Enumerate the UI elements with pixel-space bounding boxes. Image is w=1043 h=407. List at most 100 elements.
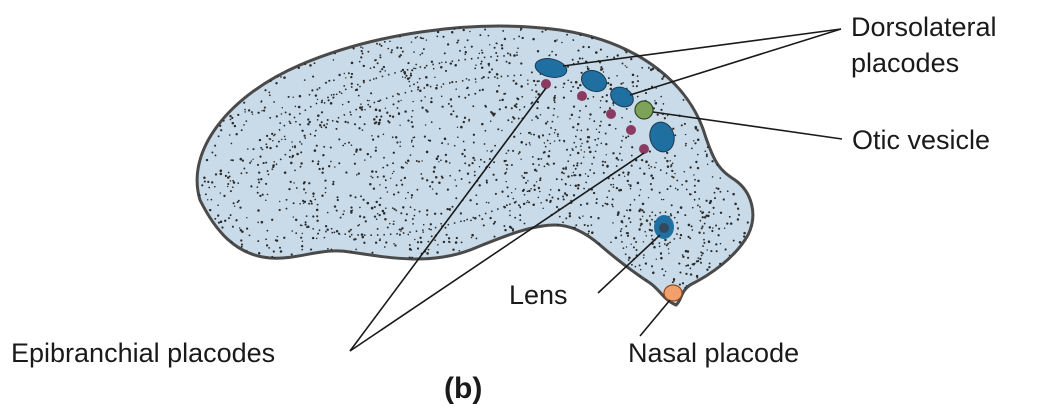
- stipple-dot: [415, 37, 417, 39]
- stipple-dot: [413, 101, 414, 102]
- stipple-dot: [375, 171, 377, 173]
- stipple-dot: [425, 76, 428, 79]
- stipple-dot: [375, 201, 377, 203]
- stipple-dot: [227, 183, 229, 185]
- stipple-dot: [472, 157, 474, 159]
- stipple-dot: [340, 217, 342, 219]
- stipple-dot: [672, 163, 674, 165]
- stipple-dot: [574, 227, 576, 229]
- stipple-dot: [606, 203, 608, 205]
- stipple-dot: [643, 172, 645, 174]
- stipple-dot: [486, 150, 487, 151]
- stipple-dot: [257, 164, 259, 166]
- stipple-dot: [497, 128, 499, 130]
- stipple-dot: [429, 140, 431, 142]
- stipple-dot: [626, 67, 628, 69]
- stipple-dot: [325, 82, 327, 84]
- stipple-dot: [217, 214, 219, 216]
- stipple-dot: [455, 241, 458, 244]
- stipple-dot: [620, 189, 623, 192]
- stipple-dot: [685, 143, 687, 145]
- stipple-dot: [617, 214, 619, 216]
- stipple-dot: [561, 171, 563, 173]
- stipple-dot: [642, 203, 645, 206]
- stipple-dot: [670, 185, 672, 187]
- stipple-dot: [334, 232, 336, 234]
- stipple-dot: [499, 100, 501, 102]
- stipple-dot: [694, 142, 696, 144]
- stipple-dot: [645, 262, 647, 264]
- stipple-dot: [241, 244, 243, 246]
- stipple-dot: [306, 215, 308, 217]
- stipple-dot: [359, 215, 361, 217]
- stipple-dot: [495, 42, 497, 44]
- stipple-dot: [396, 184, 398, 186]
- stipple-dot: [575, 168, 577, 170]
- stipple-dot: [519, 219, 521, 221]
- stipple-dot: [419, 237, 421, 239]
- stipple-dot: [412, 126, 414, 128]
- stipple-dot: [232, 180, 234, 182]
- stipple-dot: [587, 98, 589, 100]
- stipple-dot: [417, 86, 419, 88]
- stipple-dot: [331, 248, 333, 250]
- stipple-dot: [454, 179, 456, 181]
- stipple-dot: [588, 233, 590, 235]
- stipple-dot: [265, 200, 267, 202]
- stipple-dot: [637, 96, 639, 98]
- stipple-dot: [656, 258, 657, 259]
- stipple-dot: [479, 89, 481, 91]
- stipple-dot: [281, 113, 283, 115]
- label-otic-vesicle: Otic vesicle: [852, 125, 990, 155]
- stipple-dot: [325, 126, 327, 128]
- stipple-dot: [478, 184, 480, 186]
- stipple-dot: [291, 253, 293, 255]
- stipple-dot: [400, 141, 402, 143]
- stipple-dot: [435, 87, 438, 90]
- stipple-dot: [666, 244, 668, 246]
- stipple-dot: [298, 67, 300, 69]
- stipple-dot: [563, 97, 565, 99]
- stipple-dot: [449, 162, 451, 164]
- stipple-dot: [567, 175, 569, 177]
- stipple-dot: [739, 241, 742, 244]
- stipple-dot: [687, 236, 689, 238]
- stipple-dot: [546, 199, 548, 201]
- stipple-dot: [663, 76, 665, 78]
- stipple-dot: [699, 258, 701, 260]
- stipple-dot: [565, 168, 567, 170]
- stipple-dot: [447, 143, 449, 145]
- stipple-dot: [613, 57, 615, 59]
- stipple-dot: [659, 246, 661, 248]
- stipple-dot: [327, 248, 329, 250]
- stipple-dot: [353, 154, 355, 156]
- stipple-dot: [506, 61, 508, 63]
- stipple-dot: [395, 210, 397, 212]
- stipple-dot: [539, 191, 541, 193]
- stipple-dot: [228, 217, 230, 219]
- stipple-dot: [333, 59, 335, 61]
- stipple-dot: [481, 52, 483, 54]
- stipple-dot: [697, 167, 699, 169]
- stipple-dot: [415, 64, 417, 66]
- stipple-dot: [496, 59, 498, 61]
- stipple-dot: [639, 167, 641, 169]
- stipple-dot: [616, 54, 618, 56]
- stipple-dot: [220, 170, 223, 173]
- stipple-dot: [302, 200, 304, 202]
- stipple-dot: [321, 195, 323, 197]
- stipple-dot: [673, 280, 675, 282]
- stipple-dot: [472, 105, 474, 107]
- stipple-dot: [435, 193, 437, 195]
- stipple-dot: [627, 235, 629, 237]
- stipple-dot: [638, 228, 640, 230]
- stipple-dot: [380, 116, 382, 118]
- stipple-dot: [581, 143, 582, 144]
- stipple-dot: [332, 97, 334, 99]
- stipple-dot: [730, 222, 733, 225]
- stipple-dot: [316, 88, 318, 90]
- stipple-dot: [384, 70, 386, 72]
- stipple-dot: [360, 103, 362, 105]
- panel-label: (b): [444, 372, 482, 405]
- stipple-dot: [449, 175, 451, 177]
